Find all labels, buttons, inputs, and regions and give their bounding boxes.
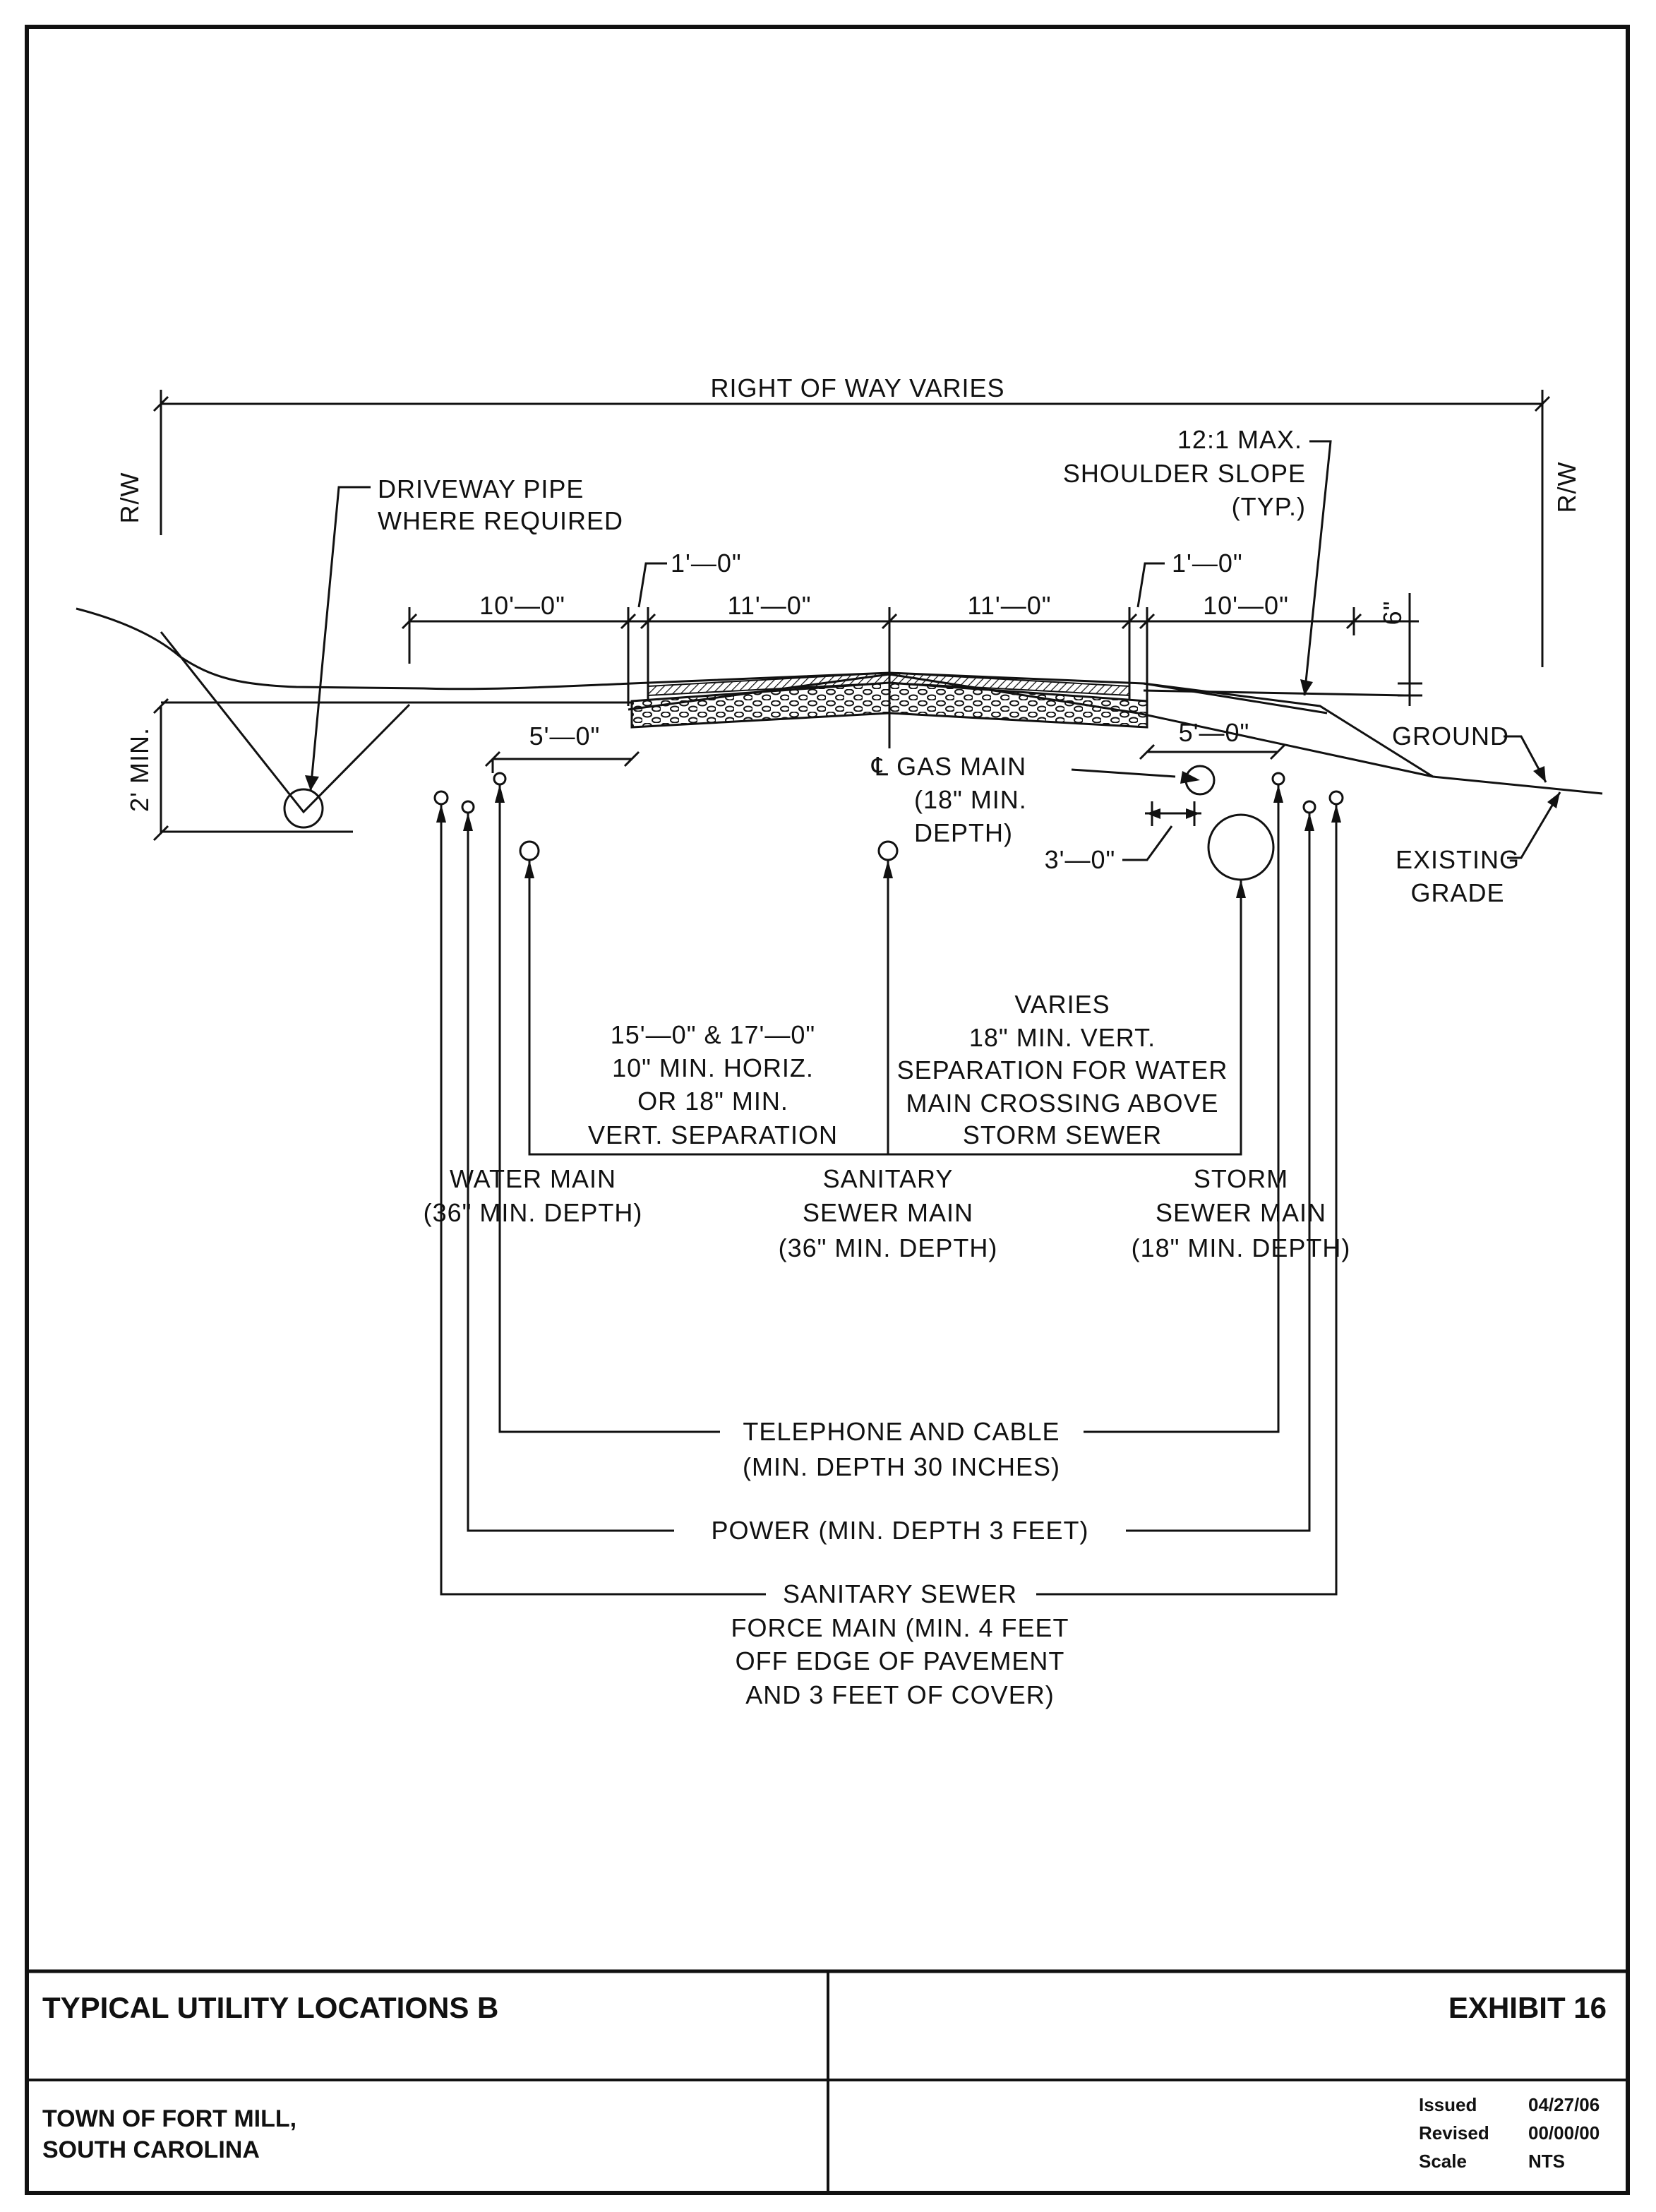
dim-eleven-ft-left: 11'—0" — [727, 591, 811, 620]
drawing-title: TYPICAL UTILITY LOCATIONS B — [42, 1991, 498, 2024]
sep-left-2: 10" MIN. HORIZ. — [612, 1053, 814, 1082]
separation-bracket — [528, 860, 1242, 1156]
owner-line-1: TOWN OF FORT MILL, — [42, 2105, 296, 2132]
sanitary-label-2: SEWER MAIN — [803, 1198, 973, 1227]
sep-right-4: MAIN CROSSING ABOVE — [906, 1089, 1218, 1118]
dim-six-in: 6" — [1378, 601, 1407, 626]
driveway-pipe — [283, 788, 324, 829]
driveway-leader — [309, 486, 371, 791]
gas-label-1: ℄ GAS MAIN — [871, 752, 1026, 781]
sep-right-5: STORM SEWER — [963, 1120, 1162, 1149]
dim-ten-ft-right: 10'—0" — [1203, 591, 1289, 620]
dim-five-ft-left: 5'—0" — [529, 722, 601, 751]
scale-value: NTS — [1528, 2151, 1565, 2172]
sheet-border — [25, 25, 1630, 2195]
force-main-label-2: FORCE MAIN (MIN. 4 FEET — [731, 1613, 1069, 1642]
force-main-pipe-right — [1328, 790, 1344, 806]
sep-right-3: SEPARATION FOR WATER — [897, 1056, 1228, 1084]
ditch-left — [160, 631, 411, 814]
exhibit-number: EXHIBIT 16 — [1448, 1991, 1607, 2024]
force-main-leader — [440, 804, 1338, 1596]
power-label: POWER (MIN. DEPTH 3 FEET) — [711, 1516, 1088, 1545]
dim-three-ft: 3'—0" — [1045, 845, 1116, 874]
existing-grade-label-2: GRADE — [1410, 878, 1504, 907]
dim-ten-ft-left: 10'—0" — [479, 591, 565, 620]
driveway-label-1: DRIVEWAY PIPE — [378, 474, 584, 503]
water-main-label-2: (36" MIN. DEPTH) — [424, 1198, 643, 1227]
gas-label-2: (18" MIN. — [914, 785, 1027, 814]
ground-label: GROUND — [1392, 722, 1509, 751]
grade-leader — [1507, 791, 1561, 859]
pavement-surface — [647, 671, 1130, 697]
storm-label-2: SEWER MAIN — [1156, 1198, 1326, 1227]
revised-value: 00/00/00 — [1528, 2122, 1600, 2144]
power-pipe-left — [461, 800, 475, 814]
existing-grade-label-1: EXISTING — [1396, 845, 1520, 874]
dim-five-ft-right: 5'—0" — [1179, 718, 1250, 747]
telephone-pipe-left — [493, 772, 507, 786]
ground-leader — [1504, 735, 1547, 783]
force-main-pipe-left — [433, 790, 449, 806]
sep-right-1: VARIES — [1014, 990, 1110, 1019]
sanitary-main-pipe — [877, 840, 899, 861]
dim-one-ft-right: 1'—0" — [1172, 549, 1243, 578]
issued-value: 04/27/06 — [1528, 2094, 1600, 2115]
driveway-label-2: WHERE REQUIRED — [378, 506, 623, 535]
slope-label-2: SHOULDER SLOPE — [1063, 459, 1306, 488]
owner-line-2: SOUTH CAROLINA — [42, 2136, 260, 2163]
force-main-label-4: AND 3 FEET OF COVER) — [745, 1680, 1054, 1709]
sep-left-4: VERT. SEPARATION — [588, 1120, 838, 1149]
gas-leader — [1071, 768, 1176, 778]
sanitary-label-1: SANITARY — [823, 1164, 954, 1193]
telephone-pipe-right — [1271, 772, 1285, 786]
dim-one-ft-left: 1'—0" — [671, 549, 742, 578]
storm-sewer-pipe — [1207, 813, 1275, 881]
pavement-base — [630, 681, 1148, 729]
slope-label-1: 12:1 MAX. — [1177, 425, 1302, 454]
power-pipe-right — [1302, 800, 1316, 814]
slope-label-3: (TYP.) — [1232, 492, 1306, 521]
storm-label-1: STORM — [1194, 1164, 1288, 1193]
slope-leader — [1303, 440, 1332, 696]
issued-label: Issued — [1419, 2094, 1477, 2115]
storm-label-3: (18" MIN. DEPTH) — [1132, 1233, 1351, 1262]
rw-label-left: R/W — [115, 472, 144, 524]
force-main-label-1: SANITARY SEWER — [783, 1579, 1017, 1608]
power-leader — [467, 813, 1311, 1532]
water-main-label-1: WATER MAIN — [450, 1164, 616, 1193]
shoulder-right — [1143, 682, 1328, 715]
force-main-label-3: OFF EDGE OF PAVEMENT — [736, 1646, 1065, 1675]
gas-label-3: DEPTH) — [914, 818, 1013, 847]
dim-eleven-ft-right: 11'—0" — [967, 591, 1051, 620]
telephone-label-1: TELEPHONE AND CABLE — [743, 1417, 1060, 1446]
telephone-leader — [498, 784, 1280, 1433]
ground-line — [76, 607, 1603, 795]
sep-left-1: 15'—0" & 17'—0" — [611, 1020, 815, 1049]
revised-label: Revised — [1419, 2122, 1489, 2144]
water-main-pipe — [519, 840, 540, 861]
sep-right-2: 18" MIN. VERT. — [969, 1023, 1156, 1052]
telephone-label-2: (MIN. DEPTH 30 INCHES) — [743, 1452, 1060, 1481]
rw-label-right: R/W — [1552, 462, 1581, 513]
row-label: RIGHT OF WAY VARIES — [710, 373, 1004, 402]
dim-two-ft-min: 2' MIN. — [125, 727, 154, 812]
scale-label: Scale — [1419, 2151, 1467, 2172]
sanitary-label-3: (36" MIN. DEPTH) — [779, 1233, 998, 1262]
sep-left-3: OR 18" MIN. — [637, 1087, 788, 1116]
